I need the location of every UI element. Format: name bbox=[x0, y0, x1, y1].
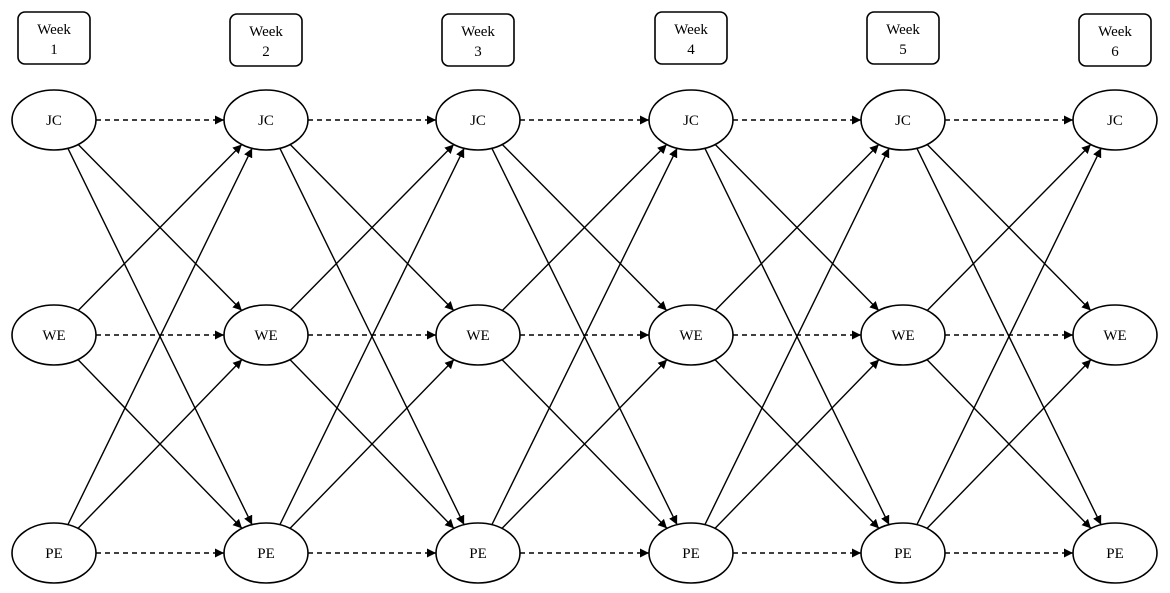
week-label-word: Week bbox=[249, 24, 283, 40]
edge-pe-w3-to-we-w4 bbox=[501, 359, 668, 529]
node-ellipse bbox=[223, 522, 309, 584]
node-pe-week-1: PE bbox=[11, 522, 97, 584]
week-box-frame bbox=[441, 13, 515, 67]
node-jc-week-6: JC bbox=[1072, 89, 1158, 151]
node-ellipse bbox=[435, 522, 521, 584]
node-we-week-1: WE bbox=[11, 304, 97, 366]
edge-pe-w5-to-jc-w6 bbox=[916, 147, 1102, 526]
edge-pe-w1-to-jc-w2 bbox=[67, 147, 253, 526]
edge-pe-w1-to-we-w2 bbox=[77, 359, 243, 529]
node-ellipse bbox=[11, 522, 97, 584]
node-ellipse bbox=[223, 89, 309, 151]
edge-pe-w5-to-we-w6 bbox=[926, 359, 1092, 529]
week-box-6: Week 6 bbox=[1078, 13, 1152, 67]
week-box-4: Week 4 bbox=[654, 11, 728, 65]
week-label-number: 2 bbox=[262, 44, 270, 60]
node-label: JC bbox=[1107, 113, 1123, 129]
node-we-week-4: WE bbox=[648, 304, 734, 366]
week-label-number: 6 bbox=[1111, 44, 1119, 60]
edge-we-w3-to-jc-w4 bbox=[501, 144, 668, 311]
edge-we-w2-to-jc-w3 bbox=[289, 144, 455, 311]
edge-we-w1-to-jc-w2 bbox=[77, 144, 243, 311]
node-label: PE bbox=[894, 546, 912, 562]
node-pe-week-2: PE bbox=[223, 522, 309, 584]
node-ellipse bbox=[11, 304, 97, 366]
node-ellipse bbox=[223, 304, 309, 366]
node-ellipse bbox=[1072, 89, 1158, 151]
node-jc-week-2: JC bbox=[223, 89, 309, 151]
node-ellipse bbox=[860, 89, 946, 151]
node-label: JC bbox=[470, 113, 486, 129]
node-ellipse bbox=[435, 304, 521, 366]
node-ellipse bbox=[11, 89, 97, 151]
edge-pe-w3-to-jc-w4 bbox=[491, 147, 678, 526]
node-label: WE bbox=[1103, 328, 1126, 344]
week-label-number: 5 bbox=[899, 42, 907, 58]
edge-pe-w2-to-jc-w3 bbox=[279, 147, 465, 526]
node-pe-week-4: PE bbox=[648, 522, 734, 584]
node-jc-week-5: JC bbox=[860, 89, 946, 151]
week-box-frame bbox=[1078, 13, 1152, 67]
node-pe-week-6: PE bbox=[1072, 522, 1158, 584]
node-label: PE bbox=[682, 546, 700, 562]
nodes-layer: JC WE PE JC WE PE JC WE PE JC WE PE JC WE PE JC WE PE bbox=[11, 89, 1158, 584]
node-ellipse bbox=[648, 89, 734, 151]
week-label-number: 3 bbox=[474, 44, 482, 60]
edge-pe-w2-to-we-w3 bbox=[289, 359, 455, 529]
node-label: JC bbox=[895, 113, 911, 129]
node-label: JC bbox=[46, 113, 62, 129]
edge-we-w4-to-jc-w5 bbox=[714, 144, 880, 311]
week-label-number: 4 bbox=[687, 42, 695, 58]
week-label-word: Week bbox=[37, 22, 71, 38]
week-box-frame bbox=[654, 11, 728, 65]
node-ellipse bbox=[860, 522, 946, 584]
node-ellipse bbox=[648, 522, 734, 584]
node-label: WE bbox=[42, 328, 65, 344]
week-box-3: Week 3 bbox=[441, 13, 515, 67]
week-label-word: Week bbox=[674, 22, 708, 38]
node-ellipse bbox=[860, 304, 946, 366]
node-label: WE bbox=[466, 328, 489, 344]
week-label-word: Week bbox=[1098, 24, 1132, 40]
node-jc-week-4: JC bbox=[648, 89, 734, 151]
node-we-week-3: WE bbox=[435, 304, 521, 366]
week-box-frame bbox=[17, 11, 91, 65]
week-box-1: Week 1 bbox=[17, 11, 91, 65]
node-label: PE bbox=[257, 546, 275, 562]
week-label-word: Week bbox=[461, 24, 495, 40]
week-label-word: Week bbox=[886, 22, 920, 38]
node-label: WE bbox=[679, 328, 702, 344]
node-ellipse bbox=[1072, 304, 1158, 366]
node-label: JC bbox=[683, 113, 699, 129]
node-ellipse bbox=[648, 304, 734, 366]
edges-layer bbox=[67, 115, 1102, 558]
node-label: PE bbox=[1106, 546, 1124, 562]
week-label-number: 1 bbox=[50, 42, 58, 58]
node-label: WE bbox=[891, 328, 914, 344]
week-box-5: Week 5 bbox=[866, 11, 940, 65]
node-label: PE bbox=[469, 546, 487, 562]
week-box-frame bbox=[866, 11, 940, 65]
node-pe-week-5: PE bbox=[860, 522, 946, 584]
week-box-2: Week 2 bbox=[229, 13, 303, 67]
node-jc-week-3: JC bbox=[435, 89, 521, 151]
week-headers: Week 1 Week 2 Week 3 Week 4 Week 5 Week 6 bbox=[17, 11, 1152, 67]
node-jc-week-1: JC bbox=[11, 89, 97, 151]
node-pe-week-3: PE bbox=[435, 522, 521, 584]
node-ellipse bbox=[1072, 522, 1158, 584]
edge-pe-w4-to-we-w5 bbox=[714, 359, 880, 529]
node-we-week-5: WE bbox=[860, 304, 946, 366]
node-we-week-2: WE bbox=[223, 304, 309, 366]
edge-pe-w4-to-jc-w5 bbox=[704, 147, 890, 526]
edge-we-w5-to-jc-w6 bbox=[926, 144, 1092, 311]
node-ellipse bbox=[435, 89, 521, 151]
week-box-frame bbox=[229, 13, 303, 67]
node-we-week-6: WE bbox=[1072, 304, 1158, 366]
node-label: JC bbox=[258, 113, 274, 129]
node-label: PE bbox=[45, 546, 63, 562]
node-label: WE bbox=[254, 328, 277, 344]
